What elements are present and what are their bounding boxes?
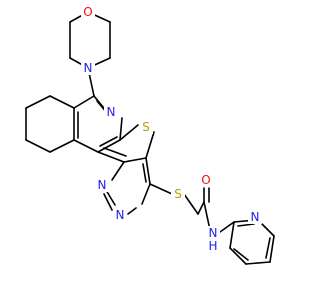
atom-N-morpholine: N (84, 61, 93, 75)
atom-N-amide: N (209, 226, 218, 240)
atom-H-amide: H (208, 239, 217, 253)
atom-O-amide: O (201, 173, 210, 187)
atom-N-pyrimidine-1: N (98, 178, 107, 192)
atom-O-morpholine: O (83, 5, 92, 19)
atom-labels: O N N S N N S O N H N (81, 5, 262, 253)
atom-N-pyridine-ring: N (251, 210, 260, 224)
atom-S-thiophene: S (142, 120, 150, 134)
atom-S-chain: S (174, 187, 182, 201)
atom-N-pyridine-core: N (107, 105, 116, 119)
molecule-structure: O N N S N N S O N H N (25, 5, 275, 265)
atom-N-pyrimidine-2: N (116, 208, 125, 222)
bond-lines (25, 11, 275, 265)
